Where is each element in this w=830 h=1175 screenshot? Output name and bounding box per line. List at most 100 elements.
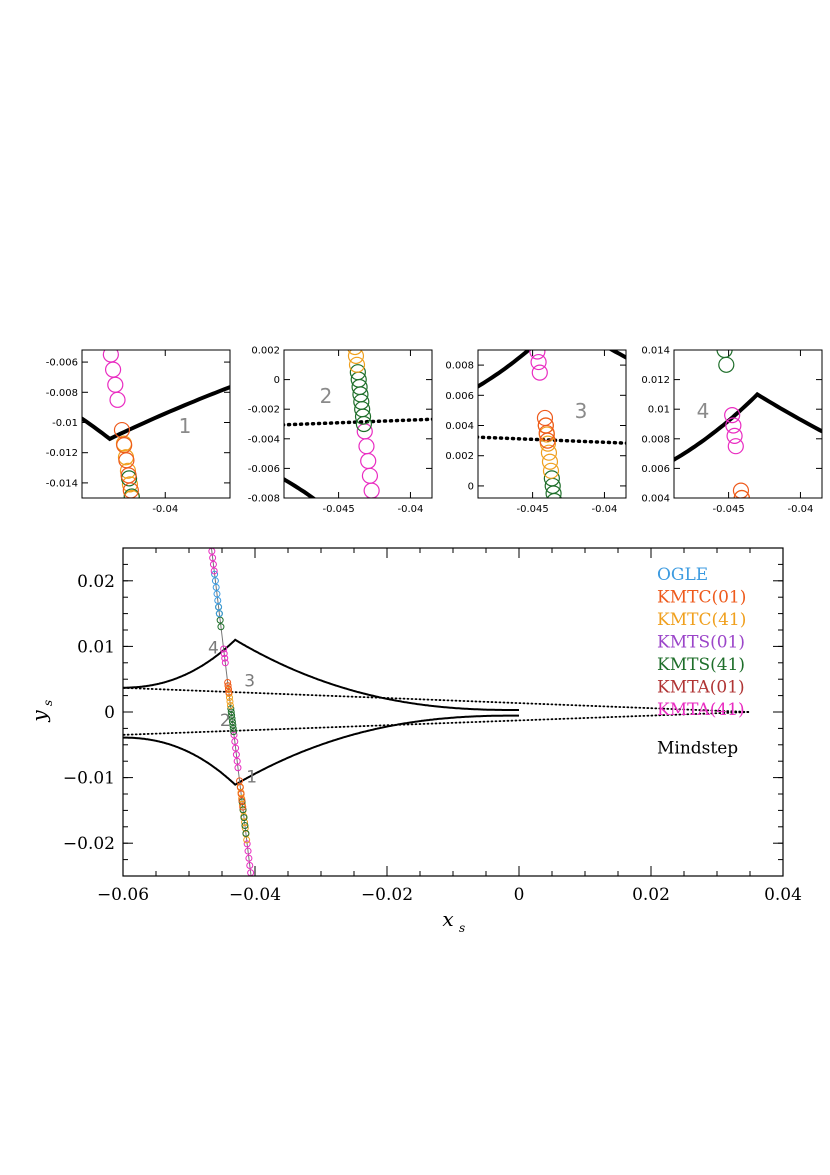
y-tick-label: 0.008 <box>641 434 670 445</box>
data-point <box>123 489 141 498</box>
data-point <box>347 350 363 356</box>
data-point <box>146 634 161 649</box>
data-point <box>237 790 245 798</box>
data-point <box>733 489 750 498</box>
data-point <box>569 685 584 700</box>
data-point <box>58 37 73 52</box>
data-point <box>136 568 151 583</box>
data-point <box>553 546 568 561</box>
data-point <box>769 785 784 800</box>
data-point <box>385 661 400 676</box>
data-point <box>324 135 339 150</box>
data-point <box>759 705 774 720</box>
data-point <box>236 777 244 785</box>
data-point <box>238 797 246 805</box>
dotted-boundary <box>123 686 751 713</box>
data-point <box>239 803 247 811</box>
data-point <box>540 444 558 461</box>
data-point <box>82 204 97 219</box>
data-point <box>215 603 223 611</box>
data-point <box>215 610 223 618</box>
data-point <box>518 237 533 252</box>
data-point <box>376 581 391 596</box>
data-point <box>766 758 781 773</box>
x-tick-label: 0.04 <box>764 885 802 905</box>
data-point <box>764 745 779 760</box>
data-point <box>699 187 714 202</box>
data-point <box>62 68 77 83</box>
data-point <box>556 577 571 592</box>
data-point <box>113 421 131 439</box>
data-point <box>363 482 380 498</box>
data-point <box>741 550 756 565</box>
data-point <box>508 154 523 169</box>
data-point <box>227 705 235 713</box>
data-point <box>383 647 398 662</box>
data-point <box>762 732 777 747</box>
data-point <box>220 645 228 653</box>
data-point <box>209 560 217 568</box>
y-tick-label: 0.014 <box>641 346 670 357</box>
y-tick-label: 0.002 <box>445 451 474 462</box>
data-point <box>345 320 360 335</box>
zone-label: 3 <box>244 672 255 692</box>
data-point <box>345 322 360 337</box>
zone-label: 1 <box>179 414 192 438</box>
data-point <box>580 782 595 797</box>
x-tick-label: -0.045 <box>712 504 744 515</box>
data-point <box>134 558 149 573</box>
data-point <box>56 22 71 37</box>
data-point <box>98 309 113 324</box>
zone-label: 4 <box>208 639 219 659</box>
data-point <box>529 333 544 348</box>
data-point <box>771 806 786 821</box>
dotted-boundary <box>478 435 626 445</box>
data-point <box>371 542 386 557</box>
y-tick-label: -0.006 <box>248 464 280 475</box>
data-point <box>73 140 88 155</box>
plot-area <box>123 548 751 876</box>
data-point <box>530 353 547 371</box>
y-tick-label: -0.008 <box>46 388 78 399</box>
data-point <box>509 161 524 176</box>
inset-4: -0.045-0.040.0040.0060.0080.010.0120.014… <box>641 187 823 821</box>
data-point <box>369 528 384 543</box>
data-point <box>543 470 560 487</box>
data-point <box>245 854 253 862</box>
data-point <box>349 364 366 381</box>
legend-entry: KMTA(01) <box>657 678 745 698</box>
data-point <box>315 61 330 76</box>
zone-label: 4 <box>697 399 710 423</box>
data-point <box>370 497 377 498</box>
y-tick-label: 0.004 <box>641 494 670 505</box>
data-point <box>101 332 116 347</box>
data-point <box>89 249 104 264</box>
data-point <box>229 721 237 729</box>
data-point <box>708 269 723 284</box>
data-point <box>576 746 591 761</box>
data-point <box>705 239 720 254</box>
data-point <box>324 135 339 150</box>
y-tick-label: 0.012 <box>641 375 670 386</box>
data-point <box>537 417 554 434</box>
data-point <box>555 561 570 576</box>
data-point <box>224 682 232 690</box>
data-point <box>244 847 252 855</box>
data-point <box>88 240 103 255</box>
data-point <box>346 328 361 343</box>
data-point <box>233 757 241 765</box>
data-point <box>97 302 112 317</box>
y-tick-label: 0 <box>104 703 115 723</box>
y-tick-label: 0 <box>274 375 280 386</box>
data-point <box>335 230 350 245</box>
data-point <box>234 764 242 772</box>
dotted-boundary <box>123 711 751 736</box>
data-point <box>246 862 254 870</box>
data-point <box>228 715 236 723</box>
data-point <box>109 391 126 408</box>
data-point <box>726 427 743 444</box>
data-point <box>568 678 583 693</box>
data-point <box>209 554 217 562</box>
data-point <box>567 667 582 682</box>
